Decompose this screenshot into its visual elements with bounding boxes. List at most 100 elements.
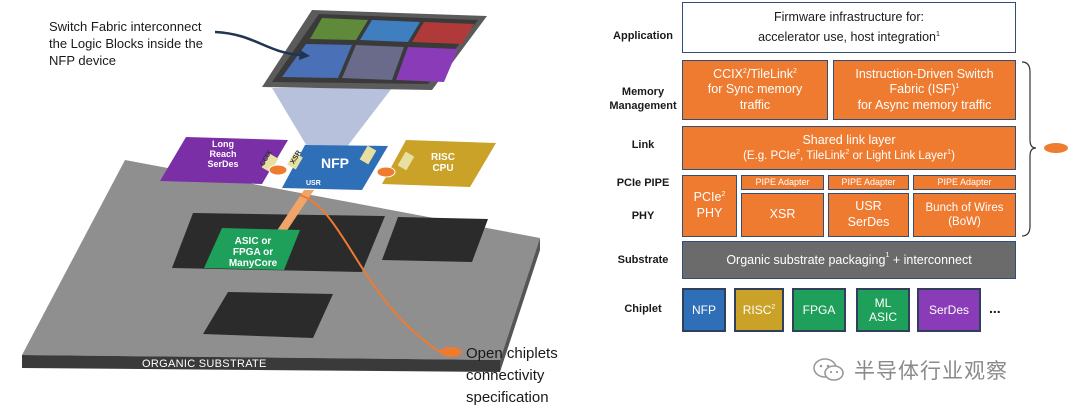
chiplet-ellipsis: ... bbox=[989, 300, 1001, 316]
usr-line: SerDes bbox=[847, 215, 890, 229]
usr-label: USR bbox=[306, 180, 321, 187]
sync-memory-box: CCIX2/TileLink2 for Sync memory traffic bbox=[682, 60, 828, 120]
lrs-line: SerDes bbox=[207, 159, 239, 169]
chiplet-risc: RISC2 bbox=[734, 288, 784, 332]
risc-line: RISC bbox=[431, 152, 455, 163]
connector bbox=[376, 166, 396, 178]
pipe-adapter-bow: PIPE Adapter bbox=[913, 175, 1016, 190]
die-block-accel bbox=[412, 22, 474, 44]
footnote: 2 bbox=[845, 148, 850, 156]
link-line: (E.g. PCIe2, TileLink2 or Light Link Lay… bbox=[743, 149, 955, 163]
bow-line: Bunch of Wires bbox=[925, 201, 1004, 214]
asic-line: ManyCore bbox=[228, 258, 278, 269]
footnote: 1 bbox=[935, 30, 940, 38]
firmware-line: accelerator use, host integration1 bbox=[683, 26, 1015, 46]
chiplet-label: ML bbox=[874, 295, 892, 310]
substrate-text: Organic substrate packaging bbox=[726, 253, 886, 267]
footnote: 2 bbox=[771, 303, 776, 311]
footnote: 1 bbox=[955, 83, 960, 91]
pipe-adapter-xsr: PIPE Adapter bbox=[741, 175, 824, 190]
chiplet-label: ASIC bbox=[868, 310, 897, 324]
chiplet-label: NFP bbox=[692, 302, 716, 317]
die-block-flow bbox=[282, 44, 352, 78]
callout-text: Switch Fabric interconnect the Logic Blo… bbox=[49, 18, 203, 69]
footnote: 2 bbox=[792, 67, 797, 75]
footnote: 2 bbox=[796, 148, 801, 156]
substrate-front bbox=[22, 355, 500, 372]
left-illustration bbox=[22, 10, 540, 372]
die-block-memory bbox=[360, 20, 420, 42]
xsr-box: XSR bbox=[741, 193, 824, 237]
sync-line: traffic bbox=[739, 97, 771, 112]
callout-line: NFP device bbox=[49, 53, 116, 68]
layer-label-chiplet: Chiplet bbox=[624, 303, 662, 315]
layer-label-application: Application bbox=[613, 30, 673, 42]
die-block-cpu bbox=[310, 18, 368, 40]
usr-link bbox=[276, 190, 314, 232]
footnote: 2 bbox=[721, 191, 726, 199]
link-text: or Light Link Layer bbox=[849, 149, 948, 162]
bow-line: (BoW) bbox=[948, 216, 981, 228]
watermark-text: 半导体行业观察 bbox=[854, 359, 1008, 383]
footnote: 1 bbox=[947, 148, 952, 156]
ccix-tab-risc bbox=[397, 151, 415, 171]
xsr-tab bbox=[287, 152, 303, 170]
lrs-line: Long bbox=[212, 139, 234, 149]
spec-line: connectivity bbox=[466, 367, 545, 384]
asic-block bbox=[204, 228, 300, 270]
layer-label-memory: Memory Management bbox=[605, 85, 681, 113]
sync-word: CCIX bbox=[713, 66, 743, 81]
link-text: (E.g. PCIe bbox=[743, 149, 797, 162]
layer-label-pipe: PCIe PIPE bbox=[616, 177, 670, 189]
lrs-block bbox=[160, 137, 288, 184]
isf-box: Instruction-Driven Switch Fabric (ISF)1 … bbox=[833, 60, 1016, 120]
nfp-label: NFP bbox=[321, 155, 349, 171]
isf-line: Instruction-Driven Switch bbox=[855, 66, 994, 81]
pcie-line: PCIe2 bbox=[694, 190, 726, 206]
firmware-box: Firmware infrastructure for: accelerator… bbox=[682, 2, 1016, 53]
sync-word: /TileLink bbox=[746, 66, 793, 81]
layer-label-link: Link bbox=[631, 139, 655, 151]
pcie-phy-box: PCIe2 PHY bbox=[682, 175, 737, 237]
pcie-word: PCIe bbox=[693, 190, 722, 205]
wechat-icon bbox=[813, 358, 844, 381]
watermark: 半导体行业观察 bbox=[812, 355, 1008, 385]
isf-line: for Async memory traffic bbox=[857, 97, 992, 112]
link-layer-box: Shared link layer (E.g. PCIe2, TileLink2… bbox=[682, 126, 1016, 170]
ccix-tab bbox=[261, 153, 279, 173]
projection-cone bbox=[272, 88, 392, 148]
risc-block bbox=[382, 140, 496, 187]
footnote: 1 bbox=[885, 252, 890, 259]
chiplet-ml-asic: ML ASIC bbox=[856, 288, 910, 332]
pipe-adapter-usr: PIPE Adapter bbox=[828, 175, 909, 190]
sync-line: for Sync memory bbox=[707, 82, 803, 97]
brace-connector bbox=[1044, 143, 1068, 153]
management-word: Management bbox=[609, 100, 677, 112]
chiplet-word: RISC bbox=[742, 302, 772, 317]
chiplet-fpga: FPGA bbox=[792, 288, 846, 332]
lrs-label: Long Reach SerDes bbox=[188, 139, 258, 169]
substrate-hole bbox=[203, 292, 333, 338]
spec-text: Open chiplets connectivity specification bbox=[466, 343, 558, 409]
link-line: Shared link layer bbox=[802, 133, 896, 147]
footnote: 2 bbox=[742, 67, 747, 75]
isf-word: Fabric (ISF) bbox=[889, 82, 956, 97]
link-text: ) bbox=[951, 149, 955, 162]
spec-connector bbox=[440, 347, 462, 357]
isf-line: Fabric (ISF)1 bbox=[890, 82, 960, 98]
spec-arrow bbox=[299, 194, 441, 353]
chiplet-serdes: SerDes bbox=[917, 288, 981, 332]
risc-label: RISC CPU bbox=[418, 152, 468, 174]
sync-line: CCIX2/TileLink2 bbox=[713, 67, 797, 83]
firmware-line: Firmware infrastructure for: bbox=[773, 9, 925, 24]
spec-line: Open chiplets bbox=[466, 345, 558, 362]
substrate-text: + interconnect bbox=[889, 253, 972, 267]
chiplet-label: RISC2 bbox=[743, 303, 776, 317]
layer-label-substrate: Substrate bbox=[617, 254, 669, 266]
chiplet-nfp: NFP bbox=[682, 288, 726, 332]
substrate-side bbox=[500, 238, 540, 372]
ccix-tab-right bbox=[359, 145, 377, 165]
asic-line: ASIC or bbox=[234, 236, 272, 247]
layer-label-phy: PHY bbox=[631, 210, 655, 222]
callout-line: Switch Fabric interconnect bbox=[49, 19, 202, 34]
